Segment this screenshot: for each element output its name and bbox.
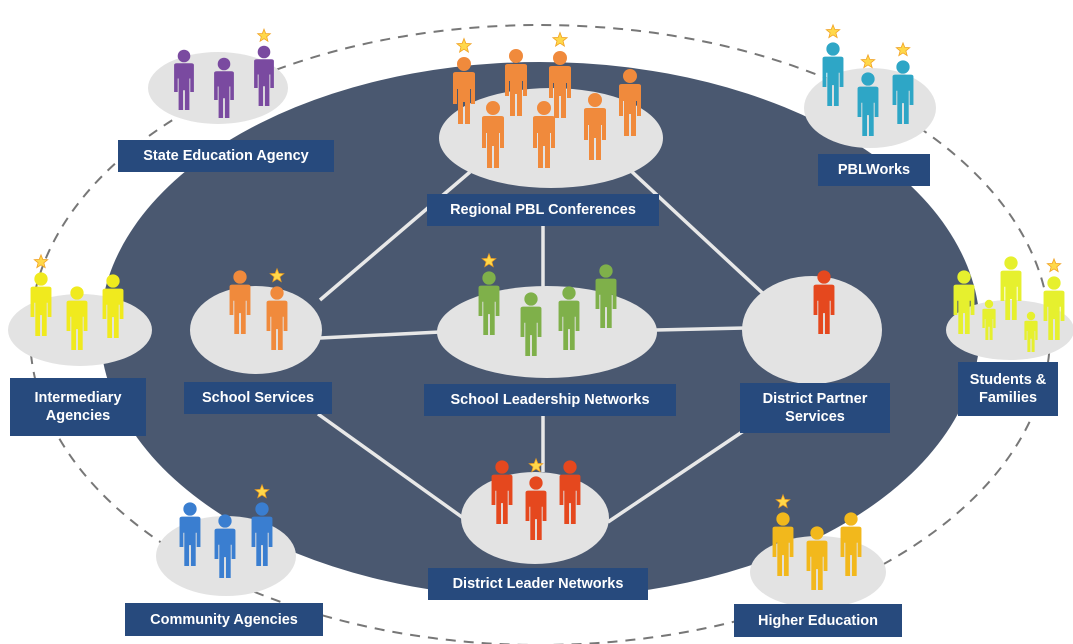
people-group-higher-education bbox=[772, 493, 862, 590]
person-icon bbox=[102, 274, 124, 338]
star-icon bbox=[895, 41, 911, 57]
star-icon bbox=[775, 493, 791, 509]
person-icon bbox=[1024, 311, 1038, 352]
person-icon bbox=[806, 526, 828, 590]
star-icon bbox=[269, 267, 285, 283]
people-group-regional-pbl-conferences bbox=[453, 31, 641, 168]
person-icon bbox=[813, 270, 835, 334]
person-icon bbox=[491, 460, 513, 524]
person-icon bbox=[66, 286, 88, 350]
person-icon bbox=[857, 53, 879, 136]
disc-school-leadership-networks bbox=[437, 286, 657, 378]
person-icon bbox=[584, 93, 606, 160]
disc-district-partner-services bbox=[742, 276, 882, 384]
label-students-families: Students & Families bbox=[958, 362, 1058, 416]
disc-school-services bbox=[190, 286, 322, 374]
label-district-leader-networks: District Leader Networks bbox=[428, 568, 648, 600]
star-icon bbox=[455, 37, 473, 53]
person-icon bbox=[619, 69, 641, 136]
person-icon bbox=[840, 512, 862, 576]
label-intermediary-agencies: Intermediary Agencies bbox=[10, 378, 146, 436]
connector-school-services-to-school-leadership-networks bbox=[319, 330, 441, 340]
people-icons bbox=[30, 23, 1065, 590]
person-icon bbox=[559, 460, 581, 524]
people-group-school-services bbox=[229, 267, 288, 350]
star-icon bbox=[254, 483, 270, 499]
connector-school-services-to-district-leader-networks bbox=[316, 412, 468, 522]
label-community-agencies: Community Agencies bbox=[125, 603, 323, 636]
connector-regional-pbl-conferences-to-school-services bbox=[318, 170, 472, 302]
people-group-pblworks bbox=[822, 23, 914, 136]
person-icon bbox=[214, 57, 234, 118]
person-icon bbox=[174, 49, 194, 110]
person-icon bbox=[453, 37, 475, 124]
person-icon bbox=[558, 286, 580, 350]
star-icon bbox=[860, 53, 876, 69]
label-state-education-agency: State Education Agency bbox=[118, 140, 334, 172]
person-icon bbox=[266, 267, 288, 350]
connector-district-partner-services-to-district-leader-networks bbox=[607, 426, 749, 524]
connector-lines bbox=[316, 168, 772, 524]
label-district-partner-services: District Partner Services bbox=[740, 383, 890, 433]
person-icon bbox=[478, 252, 500, 335]
star-icon bbox=[825, 23, 841, 39]
people-group-intermediary-agencies bbox=[30, 253, 124, 350]
label-higher-education: Higher Education bbox=[734, 604, 902, 637]
label-regional-pbl-conferences: Regional PBL Conferences bbox=[427, 194, 659, 226]
person-icon bbox=[251, 483, 273, 566]
people-group-state-education-agency bbox=[174, 28, 274, 118]
star-icon bbox=[481, 252, 497, 268]
person-icon bbox=[549, 31, 571, 118]
people-group-district-leader-networks bbox=[491, 457, 581, 540]
label-school-leadership-networks: School Leadership Networks bbox=[424, 384, 676, 416]
label-pblworks: PBLWorks bbox=[818, 154, 930, 186]
person-icon bbox=[229, 270, 251, 334]
person-icon bbox=[822, 23, 844, 106]
connector-school-leadership-networks-to-district-partner-services bbox=[655, 326, 746, 332]
person-icon bbox=[525, 457, 547, 540]
star-icon bbox=[1046, 257, 1062, 273]
star-icon bbox=[528, 457, 544, 473]
people-group-district-partner-services bbox=[813, 270, 835, 334]
person-icon bbox=[482, 101, 504, 168]
person-icon bbox=[772, 493, 794, 576]
person-icon bbox=[1043, 257, 1065, 340]
disc-students-families bbox=[946, 300, 1073, 360]
people-group-students-families bbox=[953, 256, 1065, 352]
people-group-community-agencies bbox=[179, 483, 273, 578]
person-icon bbox=[179, 502, 201, 566]
star-icon bbox=[551, 31, 569, 47]
person-icon bbox=[505, 49, 527, 116]
star-icon bbox=[256, 28, 272, 43]
person-icon bbox=[30, 253, 52, 336]
person-icon bbox=[982, 299, 996, 340]
person-icon bbox=[892, 41, 914, 124]
people-group-school-leadership-networks bbox=[478, 252, 617, 356]
star-icon bbox=[33, 253, 49, 269]
person-icon bbox=[214, 514, 236, 578]
person-icon bbox=[953, 270, 975, 334]
connector-regional-pbl-conferences-to-district-partner-services bbox=[628, 168, 772, 302]
person-icon bbox=[254, 28, 274, 106]
person-icon bbox=[520, 292, 542, 356]
person-icon bbox=[595, 264, 617, 328]
label-school-services: School Services bbox=[184, 382, 332, 414]
person-icon bbox=[533, 101, 555, 168]
person-icon bbox=[1000, 256, 1022, 320]
